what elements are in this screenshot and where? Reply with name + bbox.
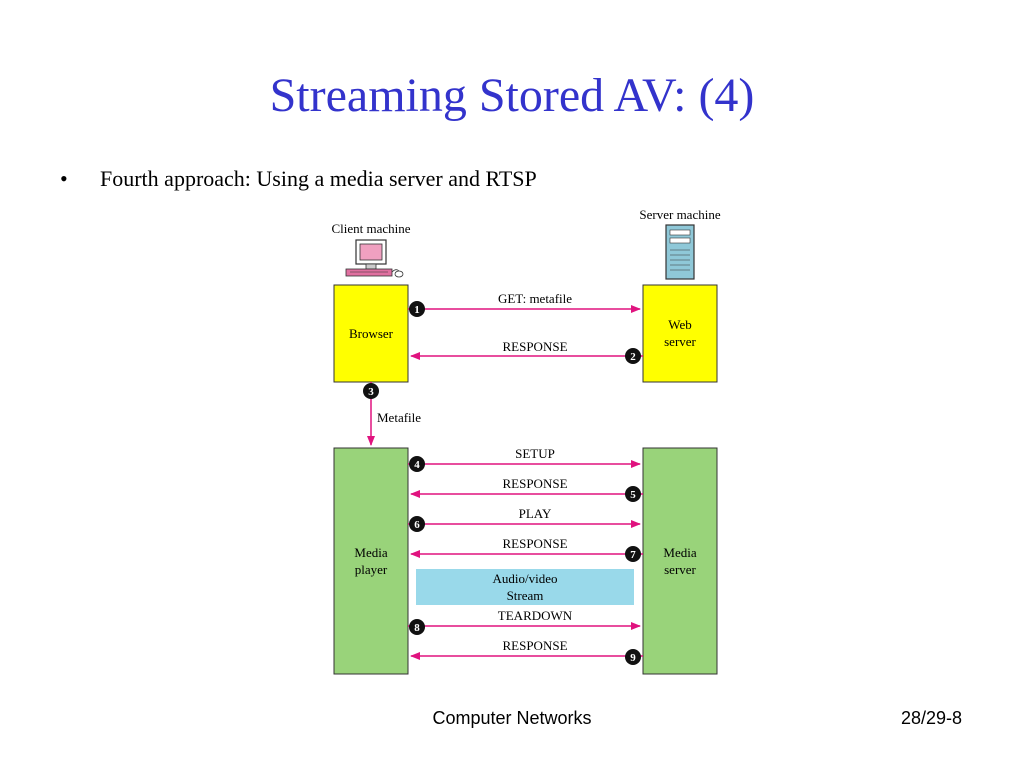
server-machine-label: Server machine: [639, 207, 720, 222]
bullet-text: Fourth approach: Using a media server an…: [100, 166, 537, 191]
step-number-2: 2: [630, 351, 636, 363]
stream-label-line1: Audio/video: [493, 571, 558, 586]
web-server-label-line2: server: [664, 334, 696, 349]
audio-video-stream-box: [416, 569, 634, 605]
bullet-marker: •: [60, 166, 68, 191]
web-server-label-line1: Web: [668, 317, 692, 332]
message-label-4: SETUP: [515, 446, 555, 461]
step-badge-8: [409, 619, 425, 635]
step-badge-3: [363, 383, 379, 399]
media-server-label-line2: server: [664, 562, 696, 577]
step-number-7: 7: [630, 549, 636, 561]
footer-course-title: Computer Networks: [432, 708, 592, 728]
step-badge-2: [625, 348, 641, 364]
step-badge-5: [625, 486, 641, 502]
step-badge-9: [625, 649, 641, 665]
message-label-1: GET: metafile: [498, 291, 572, 306]
stream-label-line2: Stream: [507, 588, 544, 603]
media-player-label-line2: player: [355, 562, 388, 577]
message-label-6: PLAY: [519, 506, 552, 521]
media-server-label-line1: Media: [663, 545, 696, 560]
message-label-2: RESPONSE: [502, 339, 567, 354]
media-player-box: [333, 447, 409, 675]
media-server-box: [642, 447, 718, 675]
step-number-1: 1: [414, 304, 420, 316]
metafile-label: Metafile: [377, 410, 421, 425]
step-number-9: 9: [630, 652, 636, 664]
message-label-5: RESPONSE: [502, 476, 567, 491]
browser-box: [333, 284, 409, 383]
step-badge-7: [625, 546, 641, 562]
step-number-4: 4: [414, 459, 420, 471]
step-badge-6: [409, 516, 425, 532]
step-badge-4: [409, 456, 425, 472]
footer-page-number: 28/29-8: [900, 708, 962, 728]
client-machine-label: Client machine: [331, 221, 410, 236]
slide-title: Streaming Stored AV: (4): [269, 69, 755, 122]
server-icon: [665, 224, 695, 280]
step-number-6: 6: [414, 519, 420, 531]
bullet-item: • Fourth approach: Using a media server a…: [60, 166, 537, 192]
step-number-5: 5: [630, 489, 636, 501]
web-server-box: [642, 284, 718, 383]
computer-icon: [345, 239, 404, 278]
step-number-8: 8: [414, 622, 420, 634]
step-badge-1: [409, 301, 425, 317]
step-number-3: 3: [368, 386, 374, 398]
message-label-7: RESPONSE: [502, 536, 567, 551]
message-label-8: TEARDOWN: [498, 608, 573, 623]
message-label-9: RESPONSE: [502, 638, 567, 653]
browser-label: Browser: [349, 326, 394, 341]
media-player-label-line1: Media: [354, 545, 387, 560]
